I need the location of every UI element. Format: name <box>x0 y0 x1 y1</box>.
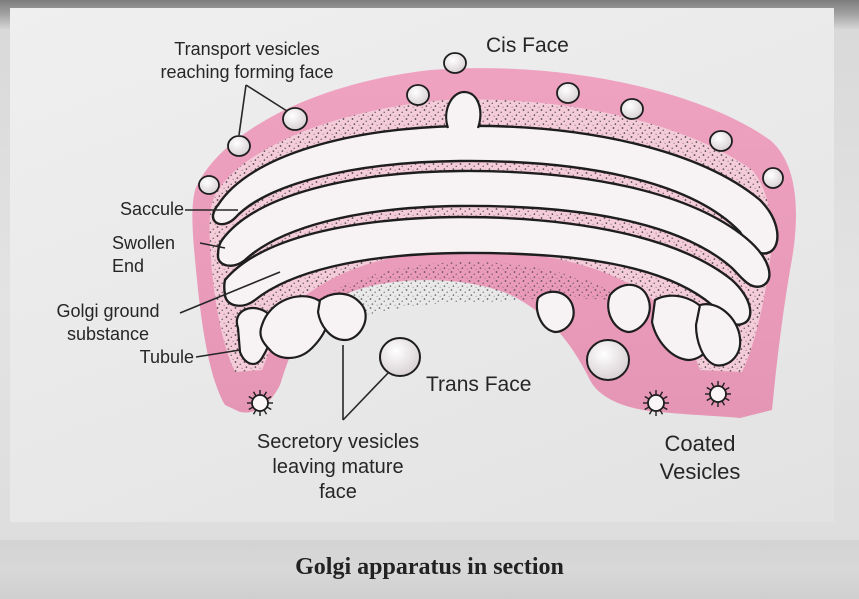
label-transport-vesicles-line-1: Transport vesicles <box>117 38 377 61</box>
label-transport-vesicles: Transport vesicles reaching forming face <box>117 38 377 84</box>
label-golgi-ground-substance-line-2: substance <box>38 323 178 346</box>
label-trans-face: Trans Face <box>426 372 531 398</box>
label-coated-vesicles: Coated Vesicles <box>620 430 780 486</box>
label-secretory-vesicles-line-3: face <box>218 480 458 505</box>
label-swollen-end-line-1: Swollen <box>112 232 175 255</box>
label-cis-face: Cis Face <box>486 33 569 59</box>
label-secretory-vesicles: Secretory vesicles leaving mature face <box>218 430 458 505</box>
label-saccule: Saccule <box>60 198 184 221</box>
label-tubule: Tubule <box>80 346 194 369</box>
label-golgi-ground-substance: Golgi ground substance <box>38 300 178 346</box>
tubule-right-1 <box>537 292 574 332</box>
tubule-right-2 <box>608 285 650 332</box>
label-secretory-vesicles-line-2: leaving mature <box>218 455 458 480</box>
label-transport-vesicles-line-2: reaching forming face <box>117 61 377 84</box>
figure-caption: Golgi apparatus in section <box>0 554 859 581</box>
label-swollen-end-line-2: End <box>112 255 175 278</box>
label-golgi-ground-substance-line-1: Golgi ground <box>38 300 178 323</box>
label-secretory-vesicles-line-1: Secretory vesicles <box>218 430 458 455</box>
label-coated-vesicles-line-2: Vesicles <box>620 458 780 486</box>
tubule-left-3 <box>318 294 366 340</box>
label-swollen-end: Swollen End <box>112 232 175 278</box>
label-coated-vesicles-line-1: Coated <box>620 430 780 458</box>
